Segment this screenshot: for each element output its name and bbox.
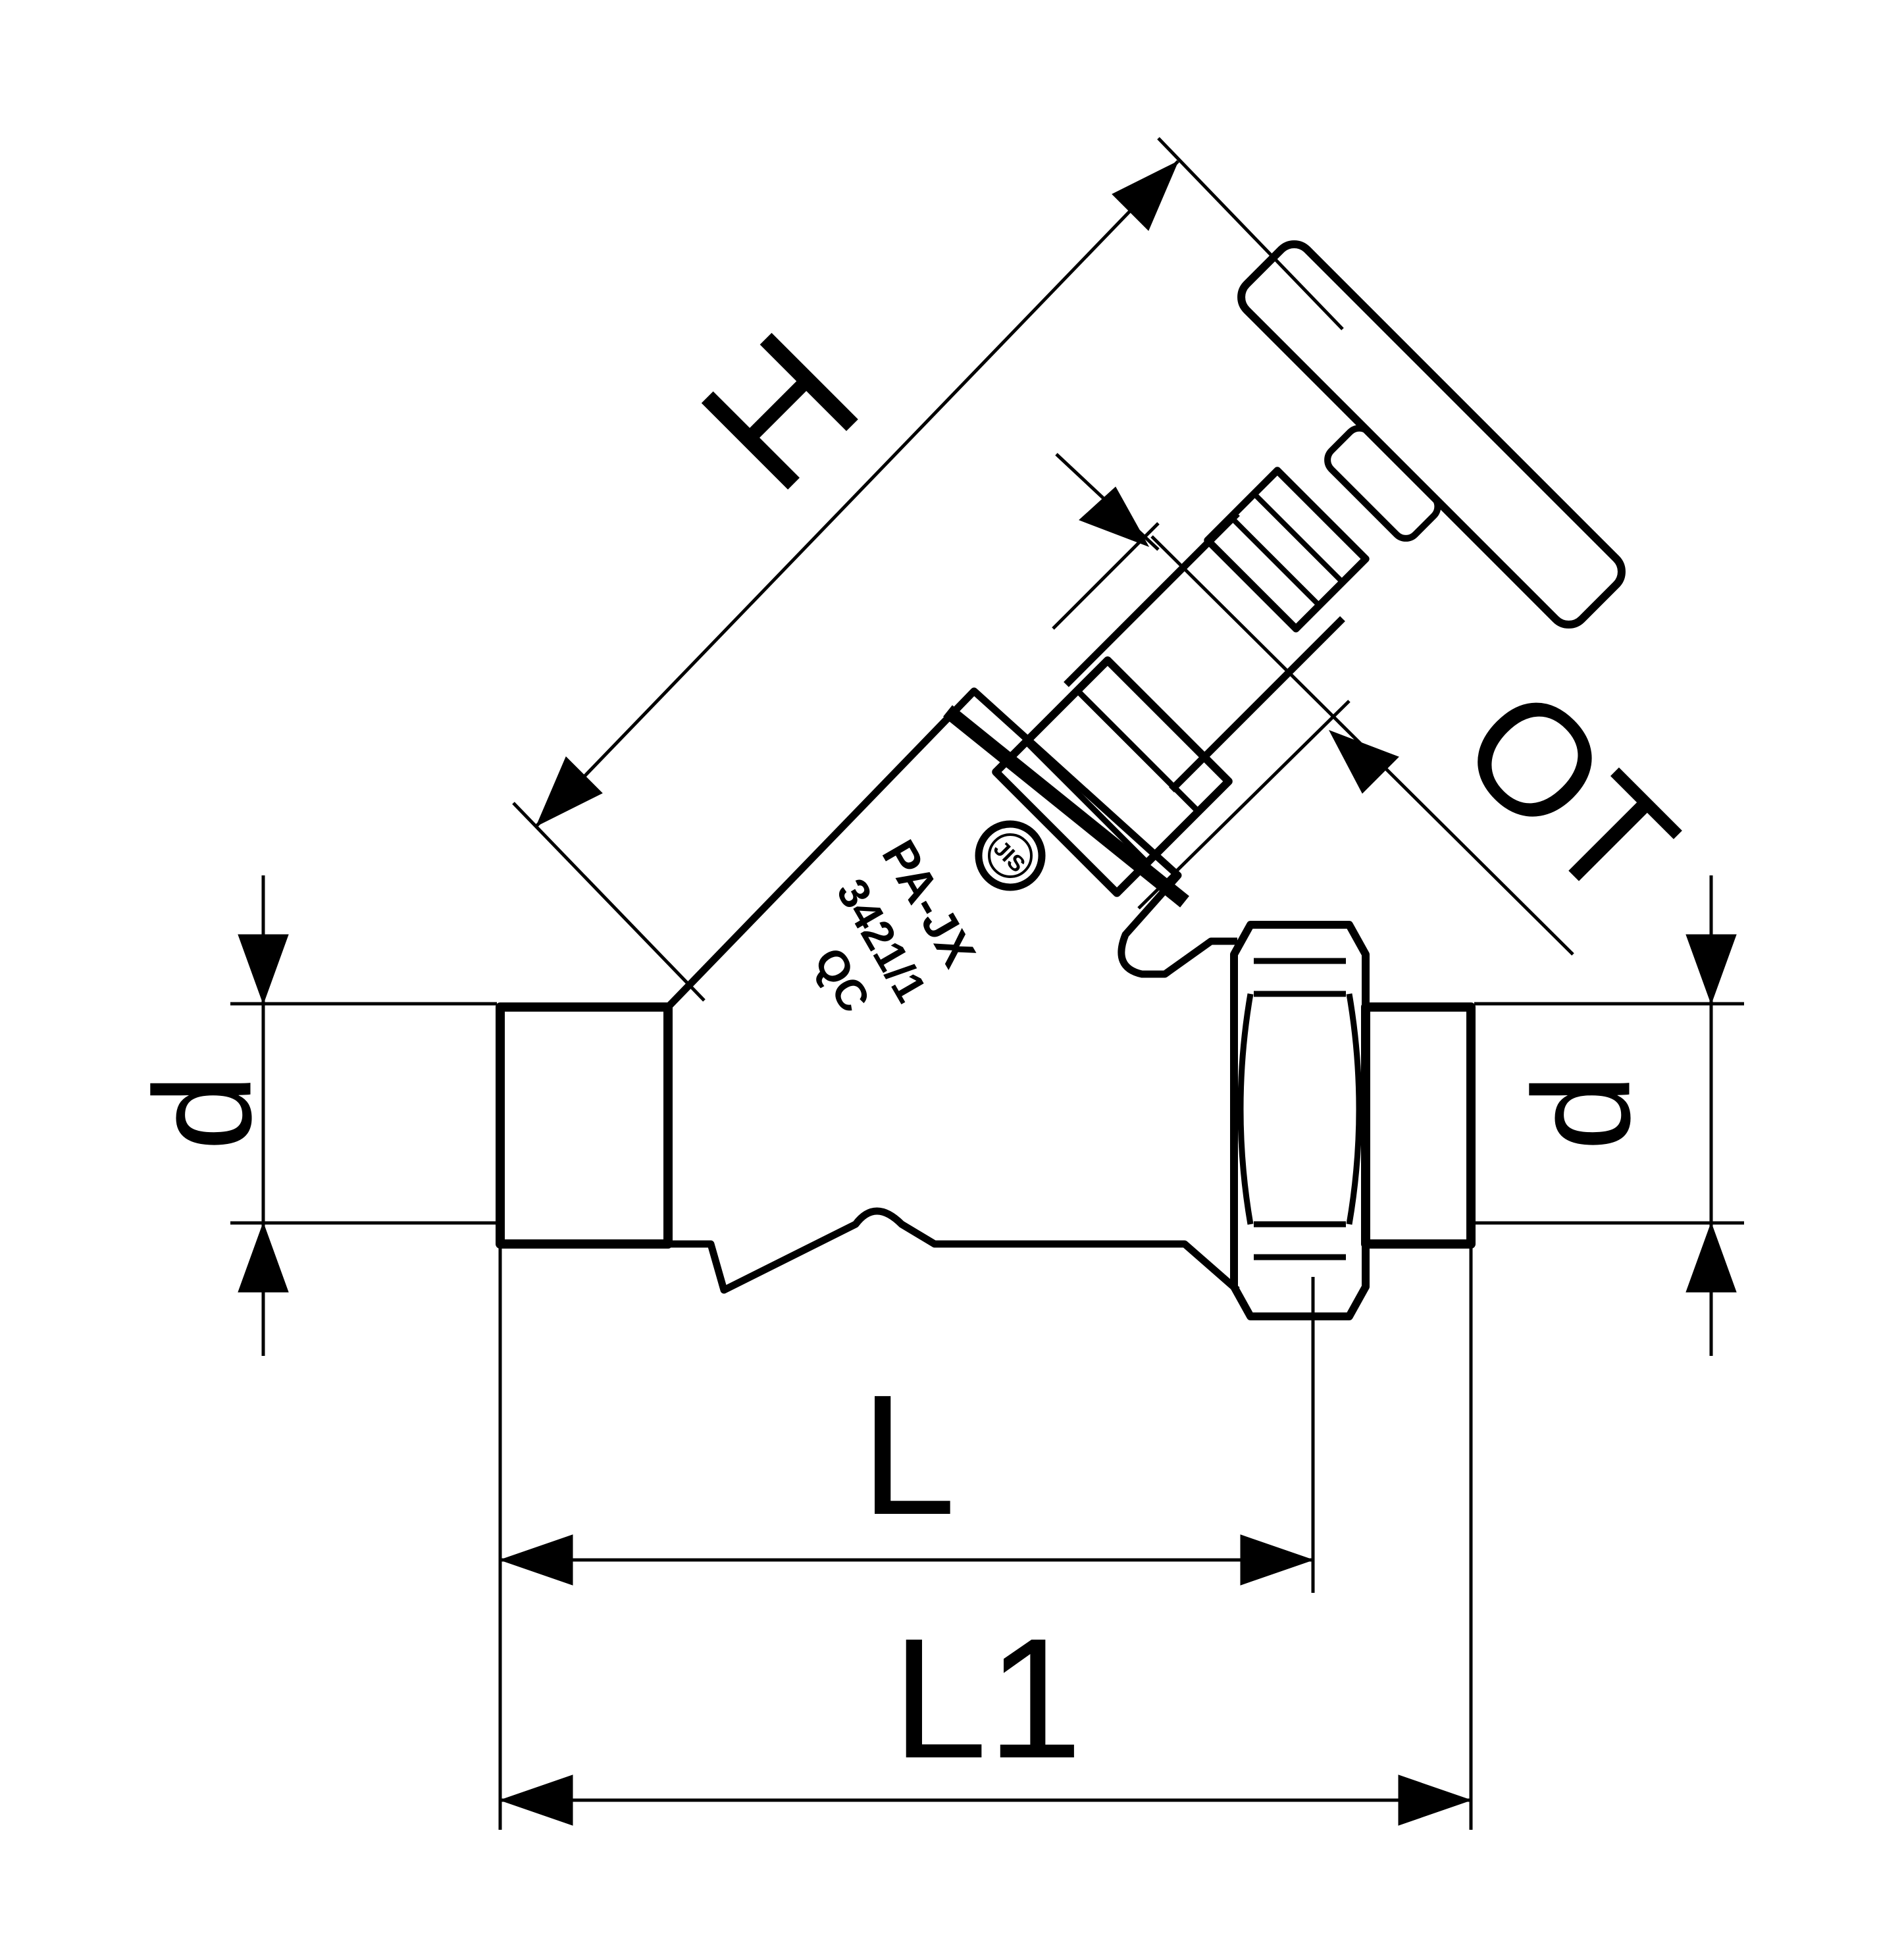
- gland-nut: [1204, 467, 1370, 633]
- arrow-right-icon: [1398, 1775, 1472, 1826]
- handwheel-hub: [1324, 425, 1441, 542]
- dimension-l: [498, 1244, 1473, 1830]
- valve-body: [496, 240, 1626, 1320]
- label-l: L: [861, 1360, 956, 1551]
- dimension-h: [512, 137, 1344, 1002]
- arrow-up-icon: [238, 1222, 289, 1293]
- label-d-left: d: [125, 1074, 280, 1151]
- arrow-left-icon: [499, 1775, 573, 1826]
- handwheel: [1237, 240, 1626, 629]
- arrow-up-left-icon: [1328, 730, 1399, 794]
- union-nut: [1230, 921, 1370, 1320]
- label-l1: L1: [892, 1603, 1082, 1794]
- right-tail: [1361, 1002, 1476, 1249]
- dimension-d-right: [1474, 875, 1744, 1356]
- left-socket: [496, 1002, 673, 1249]
- label-ot: OT: [1429, 654, 1709, 934]
- dimension-d-left: [230, 875, 497, 1356]
- bonnet-nut: [992, 656, 1233, 897]
- label-d-right: d: [1504, 1074, 1659, 1151]
- arrow-down-right-icon: [1079, 486, 1150, 547]
- arrow-up-right-icon: [1112, 160, 1179, 231]
- arrow-down-icon: [238, 934, 289, 1005]
- arrow-up-icon: [1685, 1222, 1737, 1293]
- arrow-left-icon: [499, 1534, 573, 1586]
- arrow-right-icon: [1240, 1534, 1314, 1586]
- arrow-down-icon: [1685, 934, 1737, 1005]
- jis-logo: JIS: [975, 820, 1046, 891]
- arrow-down-left-icon: [536, 756, 603, 827]
- body-marking-text: PA-JX 3421/1 QC: [805, 831, 985, 1020]
